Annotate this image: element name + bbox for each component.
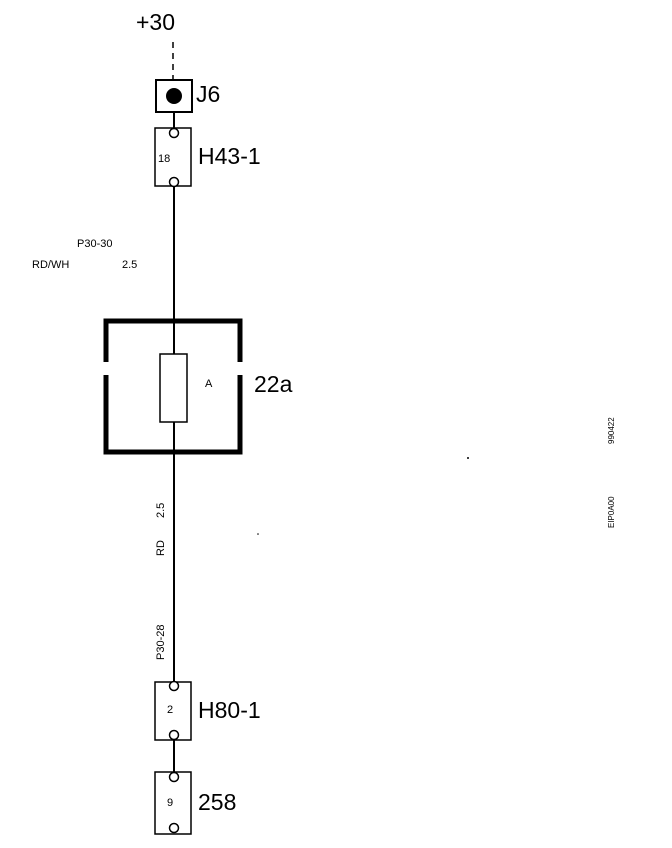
splice-j6-dot bbox=[166, 88, 182, 104]
connector-pin-circle bbox=[168, 771, 180, 783]
wire-bottom-color: RD bbox=[155, 540, 167, 556]
connector-pin-circle bbox=[168, 822, 180, 834]
connector-h43-1-label: H43-1 bbox=[198, 143, 261, 169]
connector-pin-circle bbox=[168, 680, 180, 692]
connector-pin-circle bbox=[168, 127, 180, 139]
connector-258-label: 258 bbox=[198, 789, 236, 815]
splice-label: J6 bbox=[196, 81, 220, 107]
wire-top-circuit: P30-30 bbox=[77, 238, 112, 250]
connector-258-pin: 9 bbox=[167, 797, 173, 809]
connector-pin-circle bbox=[168, 729, 180, 741]
connector-h80-1-label: H80-1 bbox=[198, 697, 261, 723]
margin-date-code: 990422 bbox=[607, 417, 616, 444]
fuse-box-label: 22a bbox=[254, 371, 293, 397]
connector-h80-1-pin: 2 bbox=[167, 704, 173, 716]
fuse-label: A bbox=[205, 378, 213, 390]
connector-pin-circle bbox=[168, 176, 180, 188]
wire-top-color: RD/WH bbox=[32, 259, 69, 271]
wire-bottom-circuit: P30-28 bbox=[155, 625, 167, 660]
wire-bottom-size: 2.5 bbox=[155, 503, 167, 518]
wire-top-size: 2.5 bbox=[122, 259, 137, 271]
margin-ref-code: EIP0A00 bbox=[607, 496, 616, 528]
scan-speck bbox=[257, 533, 259, 535]
connector-h43-1-pin: 18 bbox=[158, 153, 170, 165]
fuse-element bbox=[159, 353, 188, 423]
scan-speck bbox=[467, 457, 469, 459]
supply-label: +30 bbox=[136, 9, 175, 35]
